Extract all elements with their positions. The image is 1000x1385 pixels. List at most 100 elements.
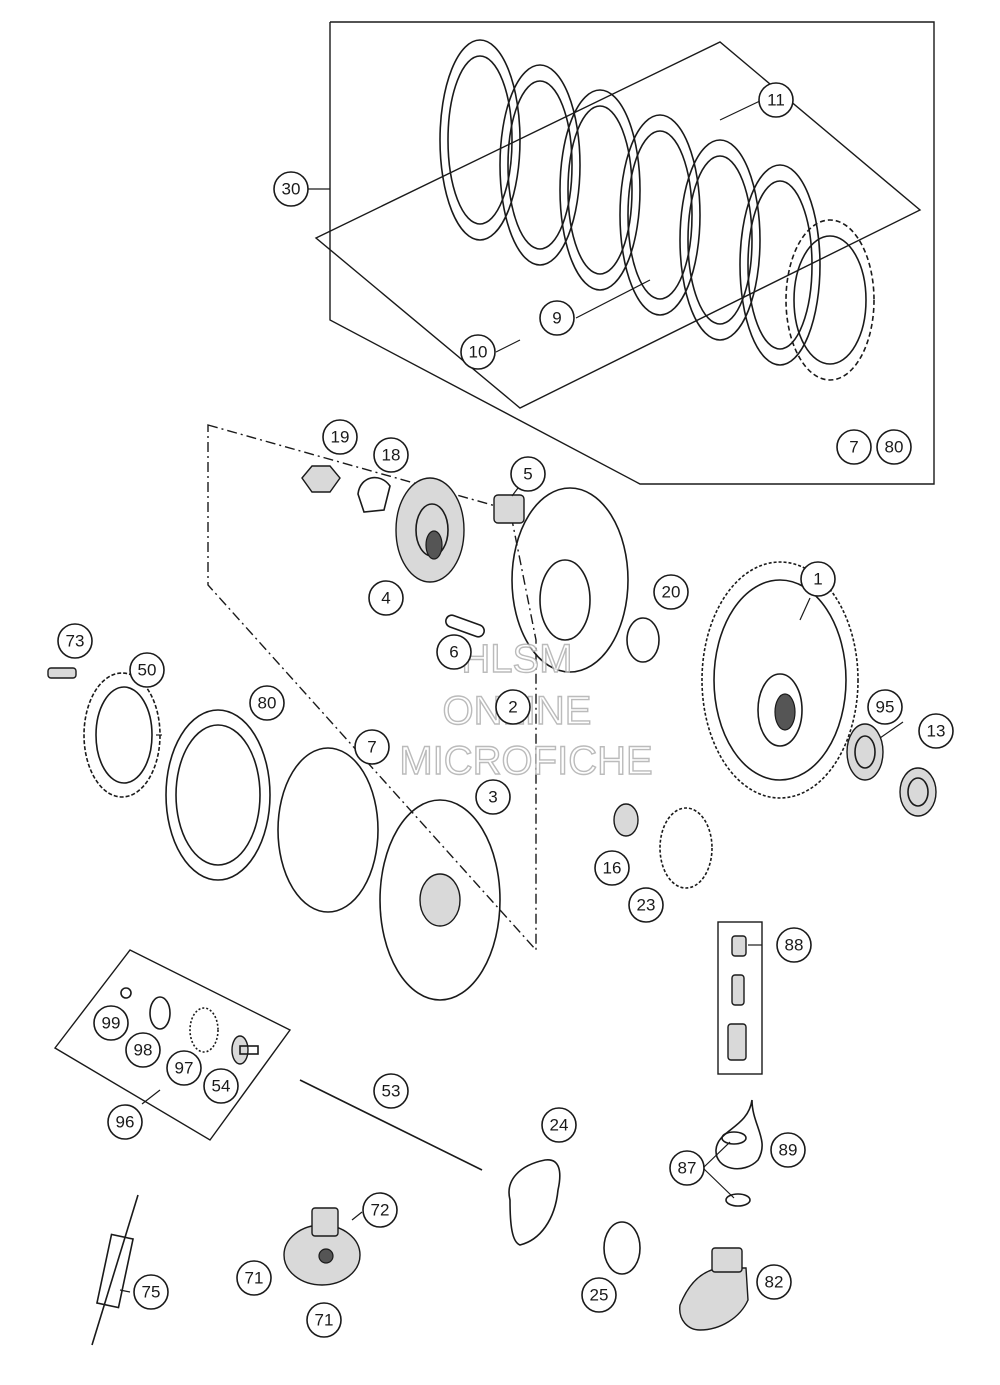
callout-80-lower: 80 — [249, 685, 285, 721]
spring-plate-50 — [83, 672, 161, 798]
callout-75: 75 — [133, 1274, 169, 1310]
callout-1: 1 — [800, 561, 836, 597]
callout-label: 50 — [138, 661, 157, 680]
callout-80: 80 — [876, 429, 912, 465]
callout-54: 54 — [203, 1068, 239, 1104]
callout-73: 73 — [57, 623, 93, 659]
callout-label: 53 — [382, 1082, 401, 1101]
callout-label: 20 — [662, 583, 681, 602]
callout-71-left: 71 — [236, 1260, 272, 1296]
callout-label: 7 — [849, 438, 858, 457]
callout-label: 96 — [116, 1113, 135, 1132]
watermark-line-1: HLSM — [461, 637, 572, 681]
callout-label: 6 — [449, 643, 458, 662]
callout-5: 5 — [510, 456, 546, 492]
circlip-99 — [120, 987, 132, 999]
callout-label: 95 — [876, 698, 895, 717]
release-bearing-kit-frame — [53, 949, 292, 1141]
washer-98 — [149, 996, 171, 1030]
callout-label: 10 — [469, 343, 488, 362]
lock-washer-18 — [357, 476, 391, 513]
callout-88: 88 — [776, 927, 812, 963]
callout-20: 20 — [653, 574, 689, 610]
spacer-16 — [613, 803, 639, 837]
callout-6: 6 — [436, 634, 472, 670]
callout-4: 4 — [368, 580, 404, 616]
callout-72: 72 — [362, 1192, 398, 1228]
callout-label: 18 — [382, 446, 401, 465]
damper-5 — [493, 494, 525, 524]
callout-30: 30 — [273, 171, 309, 207]
clutch-disc-kit-frame — [314, 21, 935, 485]
callout-label: 9 — [552, 309, 561, 328]
watermark-line-3: MICROFICHE — [399, 739, 652, 783]
push-rod-53 — [299, 1079, 483, 1171]
callout-label: 3 — [488, 788, 497, 807]
callout-label: 30 — [282, 180, 301, 199]
steel-disc-80 — [165, 709, 271, 881]
callout-label: 11 — [767, 91, 785, 110]
callout-label: 72 — [371, 1201, 390, 1220]
clutch-basket-inner-2 — [511, 487, 629, 673]
o-ring-25 — [603, 1221, 641, 1275]
callout-7: 7 — [836, 429, 872, 465]
callout-53: 53 — [373, 1073, 409, 1109]
callout-label: 5 — [523, 465, 532, 484]
watermark: HLSM ONLINE MICROFICHE — [399, 636, 654, 783]
callout-label: 73 — [66, 632, 85, 651]
callout-label: 4 — [381, 589, 390, 608]
callout-95: 95 — [867, 689, 903, 725]
callout-19: 19 — [322, 419, 358, 455]
callout-11: 11 — [758, 82, 794, 118]
clutch-hub-assembly-frame — [207, 424, 537, 952]
callout-9: 9 — [539, 300, 575, 336]
callout-label: 89 — [779, 1141, 798, 1160]
callout-label: 82 — [765, 1273, 784, 1292]
wire-ring-7 — [277, 747, 379, 913]
gear-23 — [659, 807, 713, 889]
callout-2: 2 — [495, 689, 531, 725]
bleeder-kit-frame — [717, 921, 763, 1075]
primary-gear-1 — [701, 561, 859, 799]
callout-label: 88 — [785, 936, 804, 955]
inner-clutch-hub-4 — [395, 477, 465, 583]
pressure-plate-3 — [379, 799, 501, 1001]
callout-label: 19 — [331, 428, 350, 447]
bushing-13 — [899, 767, 937, 817]
callout-label: 99 — [102, 1014, 121, 1033]
callout-label: 1 — [813, 570, 822, 589]
callout-label: 13 — [927, 722, 946, 741]
bolt-73 — [47, 667, 77, 679]
callout-label: 80 — [258, 694, 277, 713]
callout-label: 2 — [508, 698, 517, 717]
bleeder-parts-88 — [727, 935, 747, 1061]
callout-label: 24 — [550, 1116, 569, 1135]
banjo-fitting-89 — [715, 1099, 763, 1207]
callout-89: 89 — [770, 1132, 806, 1168]
gasket-24 — [508, 1159, 561, 1246]
callout-24: 24 — [541, 1107, 577, 1143]
callout-18: 18 — [373, 437, 409, 473]
callout-71-bottom: 71 — [306, 1302, 342, 1338]
callout-50: 50 — [129, 652, 165, 688]
leader-lines — [119, 99, 904, 1293]
needle-bearing-97 — [189, 1007, 219, 1053]
syringe-75 — [91, 1194, 139, 1346]
washer-20 — [626, 617, 660, 663]
nut-19 — [301, 465, 341, 493]
callout-label: 97 — [175, 1059, 194, 1078]
callout-label: 25 — [590, 1286, 609, 1305]
clutch-slave-cylinder-72 — [283, 1207, 361, 1286]
callout-10: 10 — [460, 334, 496, 370]
callout-87: 87 — [669, 1150, 705, 1186]
pressure-piece-54 — [231, 1035, 259, 1065]
callout-16: 16 — [594, 850, 630, 886]
callout-label: 87 — [678, 1159, 697, 1178]
callout-label: 80 — [885, 438, 904, 457]
callout-7-lower: 7 — [354, 729, 390, 765]
clutch-slave-cylinder-82 — [679, 1247, 749, 1331]
callout-97: 97 — [166, 1050, 202, 1086]
callout-label: 7 — [367, 738, 376, 757]
callout-13: 13 — [918, 713, 954, 749]
